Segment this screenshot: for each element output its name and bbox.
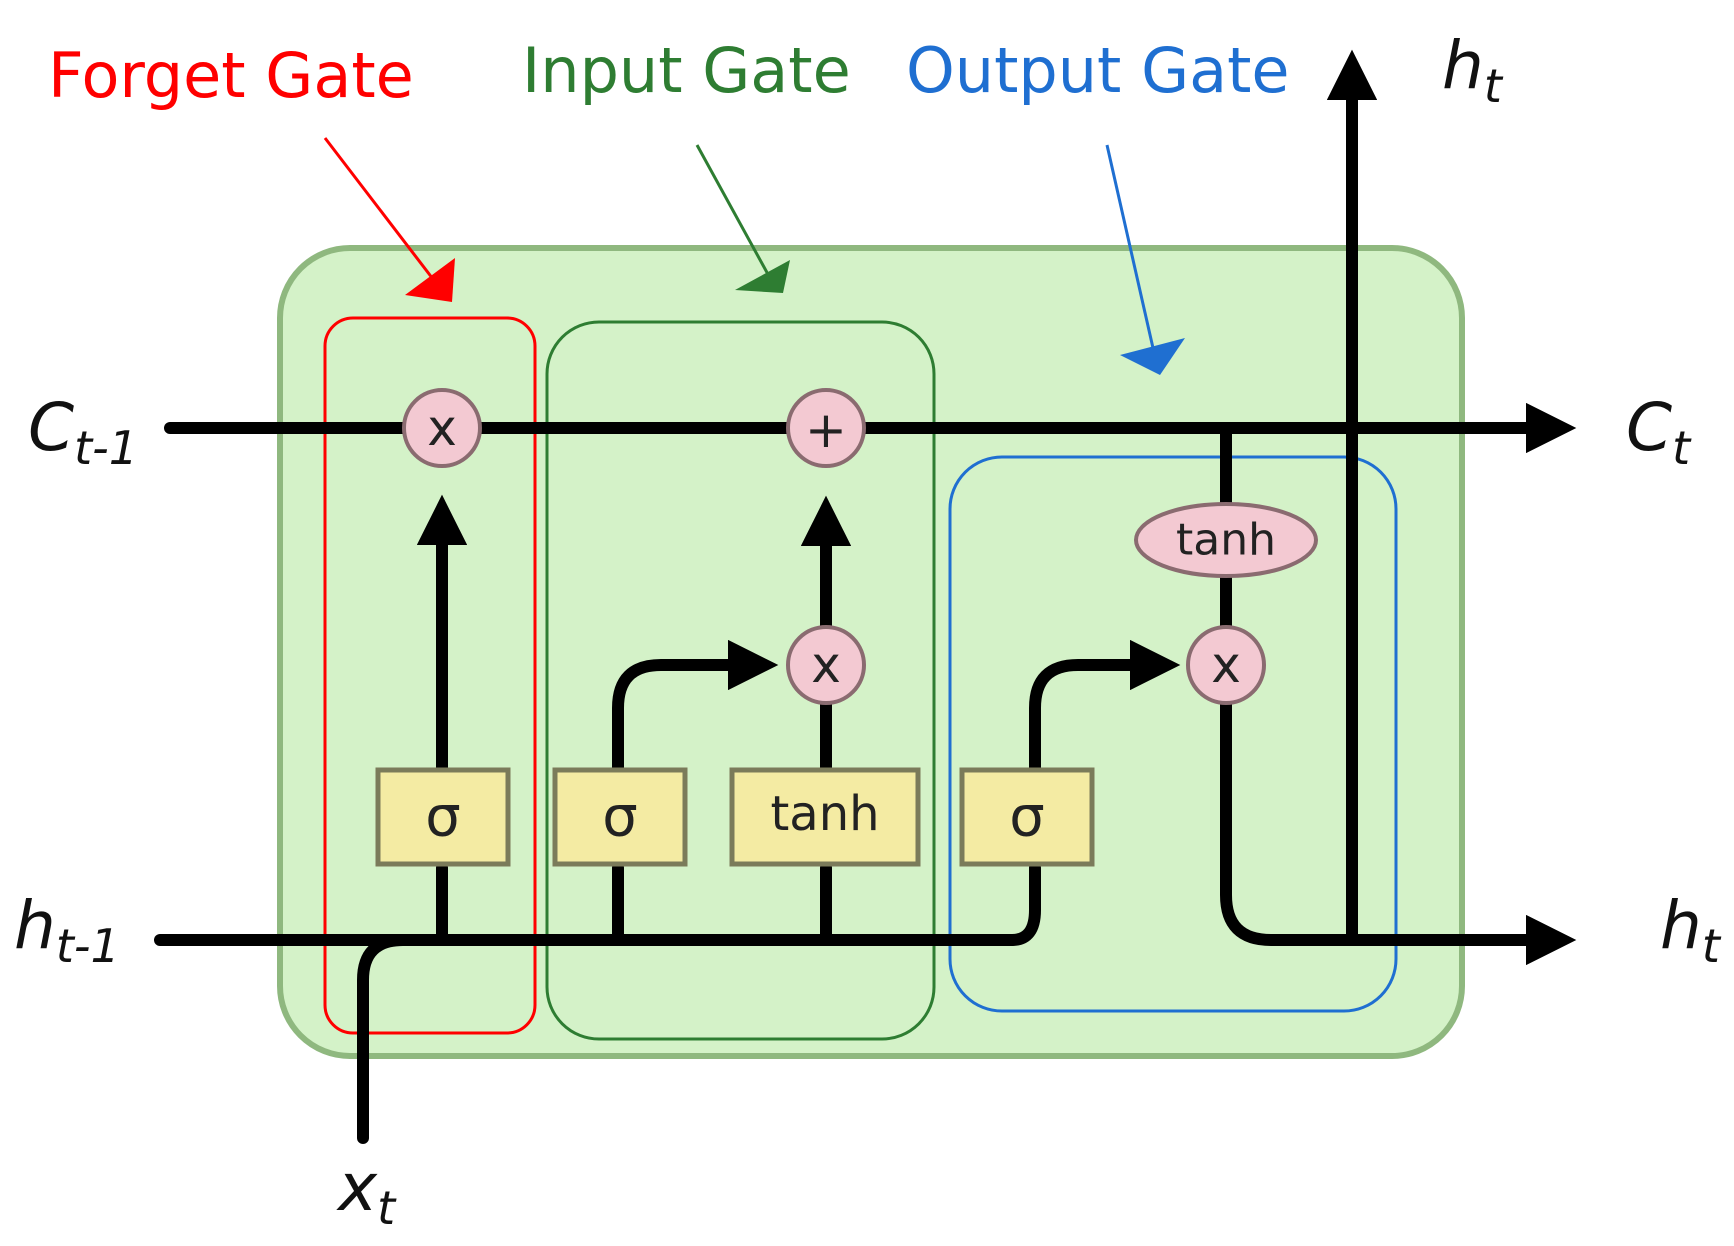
- input-tanh-label: tanh: [770, 786, 879, 842]
- output-multiply-op: x: [1186, 625, 1266, 705]
- input-multiply-op: x: [786, 625, 866, 705]
- output-sigma-stem: [1006, 862, 1041, 946]
- output-tanh-label: tanh: [1176, 515, 1276, 566]
- input-gate-label: Input Gate: [522, 34, 851, 107]
- output-sigma-label: σ: [1009, 785, 1045, 850]
- gate-pointers: [323, 137, 1185, 375]
- output-sigma-arrow: [1029, 639, 1181, 774]
- forget-multiply-op: x: [402, 388, 482, 468]
- output-tanh-op: tanh: [1134, 502, 1318, 578]
- forget-pointer: [323, 137, 438, 284]
- input-multiply-symbol: x: [811, 636, 841, 694]
- output-gate-region: [948, 455, 1398, 1013]
- forget-sigma-label: σ: [425, 785, 461, 850]
- wires: [154, 49, 1577, 1144]
- output-gate-label: Output Gate: [906, 34, 1290, 107]
- hidden-prev-label: ht-1: [14, 887, 120, 973]
- input-pointer-head: [735, 260, 790, 293]
- forget-multiply-symbol: x: [427, 399, 457, 457]
- output-pointer: [1105, 144, 1155, 349]
- input-sigma-arrow: [612, 639, 779, 774]
- hidden-out-top-label: ht: [1442, 27, 1504, 113]
- cell-add-op: +: [786, 388, 866, 468]
- forget-gate-region: [323, 316, 537, 1035]
- input-pointer: [695, 144, 772, 279]
- input-sigma-label: σ: [602, 785, 638, 850]
- hidden-next-label: ht: [1660, 887, 1722, 973]
- input-sigma-layer: σ: [552, 767, 688, 867]
- input-tanh-layer: tanh: [729, 767, 921, 867]
- cell-prev-label: Ct-1: [28, 389, 138, 475]
- forget-sigma-layer: σ: [375, 767, 511, 867]
- input-x-line: [357, 934, 409, 1144]
- output-pointer-head: [1120, 338, 1185, 375]
- cell-add-symbol: +: [805, 401, 847, 459]
- input-x-label: xt: [336, 1149, 397, 1235]
- output-multiply-symbol: x: [1211, 636, 1241, 694]
- input-gate-region: [545, 320, 936, 1041]
- output-sigma-layer: σ: [959, 767, 1095, 867]
- cell-next-label: Ct: [1626, 389, 1692, 475]
- forget-gate-label: Forget Gate: [48, 39, 414, 112]
- forget-pointer-head: [405, 258, 455, 302]
- output-hidden-line: [1220, 694, 1577, 966]
